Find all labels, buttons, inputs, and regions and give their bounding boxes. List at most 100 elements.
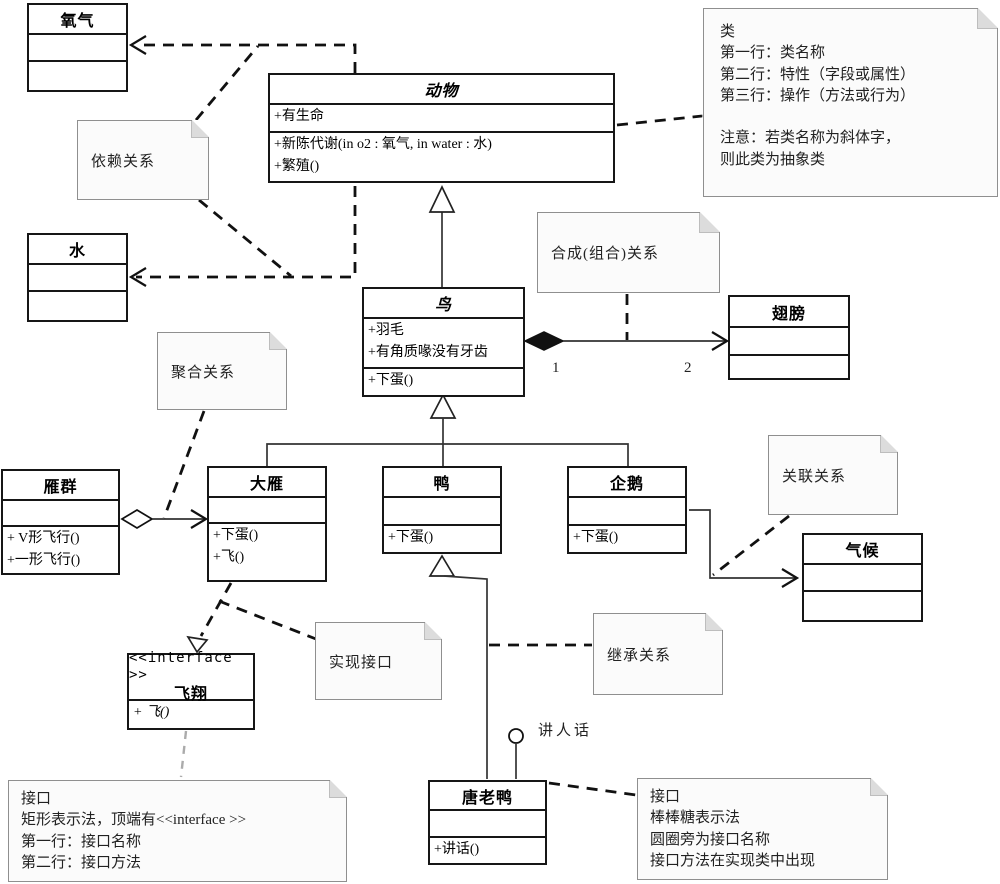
realization-note-pointer — [218, 599, 317, 641]
generalization-branch-line — [266, 443, 629, 466]
class-wing: 翅膀 — [728, 295, 850, 380]
note-fold-icon — [192, 120, 209, 137]
multiplicity-label-wing: 2 — [684, 360, 692, 376]
lollipop-note-pointer — [548, 781, 637, 797]
composition-diamond-icon — [523, 331, 565, 351]
note-interface-lollipop-text: 接口 棒棒糖表示法 圆圈旁为接口名称 接口方法在实现类中出现 — [650, 789, 816, 869]
dependency-note-pointer-up — [194, 45, 260, 121]
note-aggregation: 聚合关系 — [157, 332, 287, 410]
class-duck: 鸭 +下蛋() — [382, 466, 502, 554]
lollipop-interface-icon — [508, 728, 524, 744]
class-duck-name: 鸭 — [384, 468, 500, 498]
note-interface-lollipop: 接口 棒棒糖表示法 圆圈旁为接口名称 接口方法在实现类中出现 — [637, 778, 888, 880]
class-duck-attributes — [384, 498, 500, 526]
class-donald-duck: 唐老鸭 +讲话() — [428, 780, 547, 865]
attribute: +有角质喙没有牙齿 — [368, 345, 488, 360]
class-oxygen-name: 氧气 — [29, 5, 126, 35]
note-interface-rect: 接口 矩形表示法，顶端有<<interface >> 第一行：接口名称 第二行：… — [8, 780, 347, 882]
attribute: +羽毛 — [368, 323, 404, 338]
multiplicity-label-bird: 1 — [552, 360, 560, 376]
class-oxygen: 氧气 — [27, 3, 128, 92]
class-bird: 鸟 +羽毛 +有角质喙没有牙齿 +下蛋() — [362, 287, 525, 397]
class-climate-methods — [804, 592, 921, 620]
note-realization-label: 实现接口 — [329, 654, 394, 671]
open-arrow-icon — [711, 331, 730, 351]
open-arrow-icon — [128, 267, 147, 287]
class-water-attributes — [29, 265, 126, 292]
class-penguin-name: 企鹅 — [569, 468, 685, 498]
open-arrow-icon — [128, 35, 147, 55]
class-goose: 大雁 +下蛋() +飞() — [207, 466, 327, 582]
attribute: +有生命 — [274, 109, 324, 124]
interface-fly-header: <<interface >> 飞翔 — [129, 650, 253, 703]
class-penguin-methods: +下蛋() — [569, 526, 685, 552]
class-climate-attributes — [804, 565, 921, 592]
class-animal: 动物 +有生命 +新陈代谢(in o2 : 氧气, in water : 水) … — [268, 73, 615, 183]
class-flock-attributes — [3, 501, 118, 527]
inheritance-triangle-icon — [428, 554, 456, 577]
association-line-penguin-climate — [689, 509, 796, 579]
generalization-triangle-icon — [429, 393, 457, 419]
method: + 飞() — [133, 705, 170, 720]
note-fold-icon — [270, 332, 287, 349]
class-penguin-attributes — [569, 498, 685, 526]
class-water: 水 — [27, 233, 128, 322]
class-oxygen-methods — [29, 62, 126, 90]
class-donald-duck-attributes — [430, 811, 545, 838]
method: +下蛋() — [213, 528, 259, 543]
note-fold-icon — [425, 622, 442, 639]
class-climate: 气候 — [802, 533, 923, 622]
class-animal-attributes: +有生命 — [270, 105, 613, 133]
class-wing-name: 翅膀 — [730, 297, 848, 328]
note-class-anatomy-text: 类 第一行：类名称 第二行：特性（字段或属性） 第三行：操作（方法或行为） 注意… — [720, 24, 916, 168]
note-realization: 实现接口 — [315, 622, 442, 700]
note-dependency-label: 依赖关系 — [91, 153, 156, 170]
dependency-note-pointer-down — [198, 198, 292, 278]
class-animal-methods: +新陈代谢(in o2 : 氧气, in water : 水) +繁殖() — [270, 133, 613, 181]
note-inheritance: 继承关系 — [593, 613, 723, 695]
class-bird-name: 鸟 — [364, 289, 523, 319]
aggregation-diamond-icon — [120, 509, 154, 529]
note-fold-icon — [881, 435, 898, 452]
class-duck-methods: +下蛋() — [384, 526, 500, 552]
method: +下蛋() — [573, 530, 619, 545]
class-wing-methods — [730, 356, 848, 378]
class-flock-methods: + V形飞行() +一形飞行() — [3, 527, 118, 573]
class-donald-duck-name: 唐老鸭 — [430, 782, 545, 811]
class-donald-duck-methods: +讲话() — [430, 838, 545, 863]
open-arrow-icon — [781, 568, 800, 588]
note-aggregation-label: 聚合关系 — [171, 364, 236, 381]
class-goose-attributes — [209, 498, 325, 524]
class-goose-methods: +下蛋() +飞() — [209, 524, 325, 580]
note-dependency: 依赖关系 — [77, 120, 209, 200]
class-penguin: 企鹅 +下蛋() — [567, 466, 687, 554]
note-fold-icon — [706, 613, 723, 630]
inheritance-line-donald-duck — [443, 575, 488, 779]
generalization-triangle-icon — [428, 185, 456, 213]
note-inheritance-label: 继承关系 — [607, 647, 672, 664]
class-goose-name: 大雁 — [209, 468, 325, 498]
note-fold-icon — [700, 212, 720, 232]
class-wing-attributes — [730, 328, 848, 356]
lollipop-interface-label: 讲人话 — [538, 723, 593, 739]
interface-stereotype: <<interface >> — [129, 649, 233, 684]
association-note-pointer — [712, 514, 790, 577]
interface-fly-methods: + 飞() — [129, 701, 253, 728]
class-oxygen-attributes — [29, 35, 126, 62]
class-bird-methods: +下蛋() — [364, 369, 523, 395]
class-water-name: 水 — [29, 235, 126, 265]
open-arrow-icon — [190, 509, 209, 529]
note-fold-icon — [871, 778, 888, 795]
method: + V形飞行() — [7, 531, 80, 546]
note-class-anatomy: 类 第一行：类名称 第二行：特性（字段或属性） 第三行：操作（方法或行为） 注意… — [703, 8, 998, 197]
class-note-pointer — [616, 114, 703, 127]
method: +下蛋() — [388, 530, 434, 545]
realization-line-goose-fly — [199, 582, 233, 637]
class-water-methods — [29, 292, 126, 320]
class-bird-attributes: +羽毛 +有角质喙没有牙齿 — [364, 319, 523, 369]
note-composition-label: 合成(组合)关系 — [551, 246, 659, 262]
class-flock: 雁群 + V形飞行() +一形飞行() — [1, 469, 120, 575]
dependency-line-animal-oxygen — [136, 43, 357, 73]
interface-note-anchor — [179, 730, 188, 778]
